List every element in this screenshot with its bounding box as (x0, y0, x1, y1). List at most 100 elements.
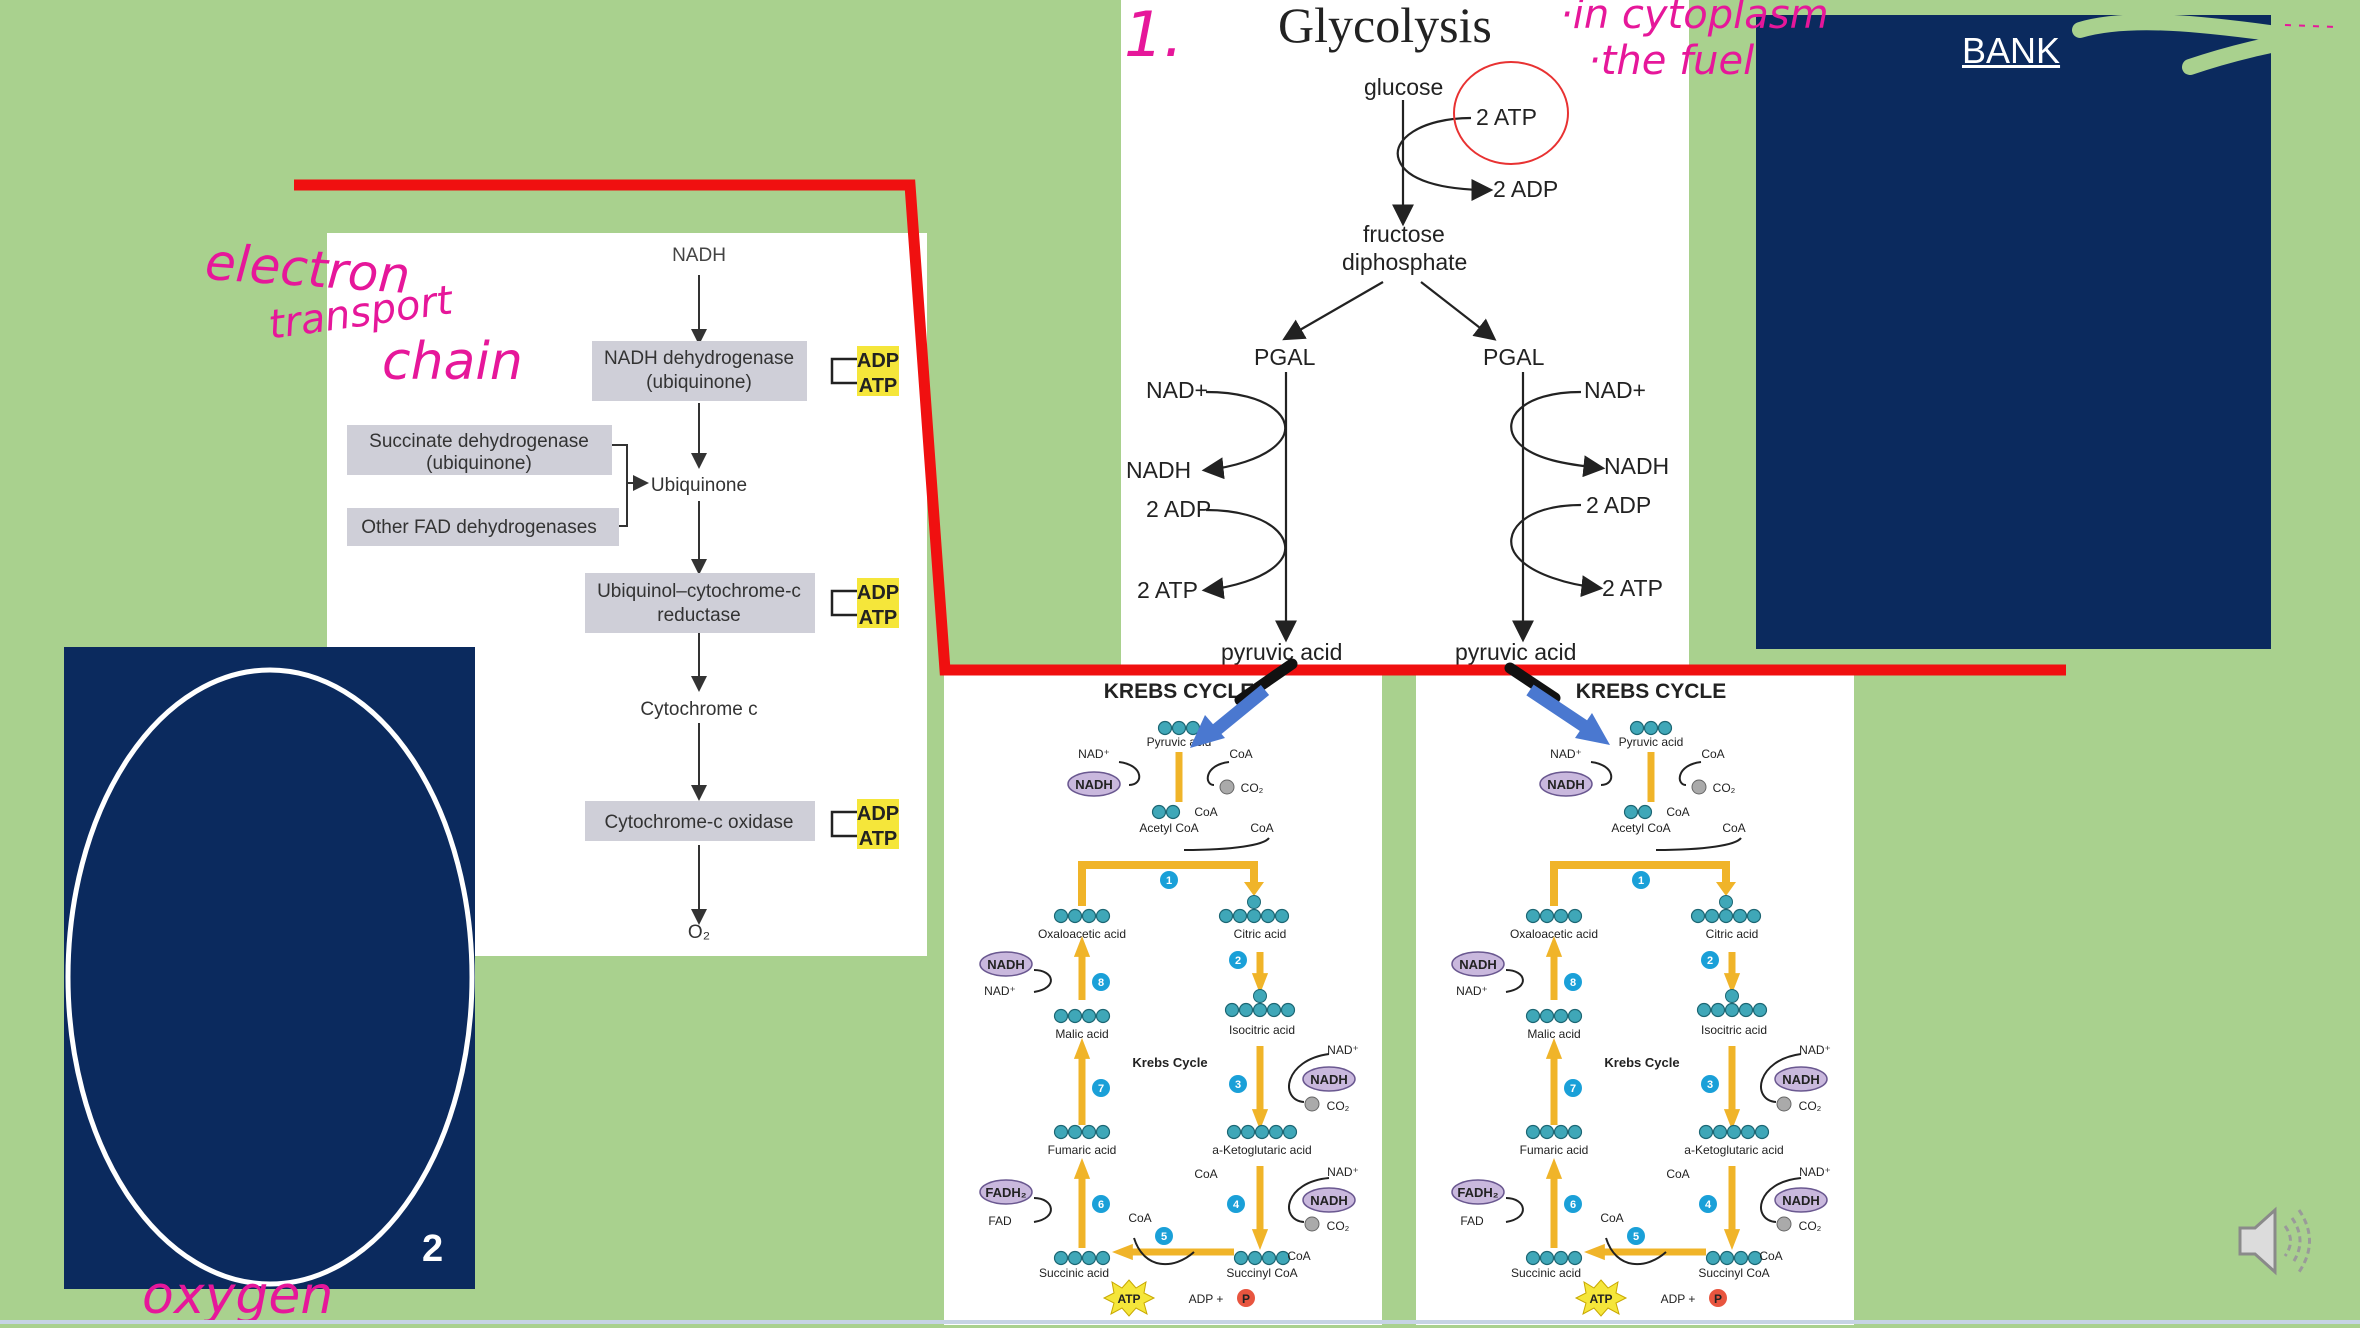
step6-arrow-head (1073, 1158, 1091, 1179)
nadh-badge-8: NADH (1459, 957, 1497, 972)
carbon-atom (1724, 1002, 1740, 1018)
coa-label: CoA (1701, 747, 1724, 761)
atp-1: ATP (859, 375, 898, 397)
etc-nadh-label: NADH (672, 245, 726, 266)
step-badge (1627, 1227, 1645, 1245)
carbon-atom (1567, 1250, 1583, 1266)
co2-dot-4 (1304, 1216, 1320, 1232)
isocitric-label: Isocitric acid (1701, 1023, 1767, 1037)
carbon-atom (1157, 720, 1173, 736)
coa-label-4: CoA (1666, 1167, 1689, 1181)
adp-2: ADP (857, 582, 899, 604)
cycle-center-label: Krebs Cycle (1132, 1055, 1207, 1070)
malic-label: Malic acid (1527, 1027, 1580, 1041)
carbon-atom (1274, 908, 1290, 924)
carbon-atom (1752, 1002, 1768, 1018)
carbon-atom (1705, 1250, 1721, 1266)
carbon-atom (1247, 1250, 1263, 1266)
step6-arrow-head (1545, 1158, 1563, 1179)
carbon-atom (1553, 1124, 1569, 1140)
malic-label: Malic acid (1055, 1027, 1108, 1041)
speaker-icon[interactable] (2230, 1196, 2320, 1286)
co2-label-4: CO₂ (1327, 1219, 1350, 1233)
bank-label[interactable]: BANK (1962, 30, 2061, 71)
nadh-badge: NADH (1075, 777, 1113, 792)
acetyl-label: Acetyl CoA (1611, 821, 1670, 835)
nad-plus-4: NAD⁺ (1799, 1165, 1831, 1179)
step4-arrow-head (1723, 1229, 1741, 1250)
carbon-atom (1053, 1124, 1069, 1140)
step2-arrow-head (1723, 973, 1741, 994)
step-badge (1092, 1195, 1110, 1213)
nadh-badge-3: NADH (1310, 1072, 1348, 1087)
atp-right-label: 2 ATP (1602, 575, 1663, 601)
etc-annotation-line3: chain (382, 332, 523, 392)
atp-label: ATP (1117, 1292, 1140, 1306)
ketoglutaric-label: a-Ketoglutaric acid (1684, 1143, 1783, 1157)
step8-curve (1505, 969, 1524, 993)
carbon-atom (1539, 1008, 1555, 1024)
step4-curve (1288, 1177, 1330, 1223)
carbon-atom (1067, 908, 1083, 924)
carbon-atom (1754, 1124, 1770, 1140)
carbon-atom (1525, 1250, 1541, 1266)
carbon-atom (1710, 1002, 1726, 1018)
page-number: 2 (422, 1228, 444, 1270)
carbon-atom (1698, 1124, 1714, 1140)
step5-curve (1133, 1237, 1195, 1266)
nadh-left-label: NADH (1126, 457, 1191, 483)
step-badge (1229, 951, 1247, 969)
complex4-label: Cytochrome-c oxidase (604, 812, 793, 833)
acetyl-label: Acetyl CoA (1139, 821, 1198, 835)
carbon-atom (1266, 1002, 1282, 1018)
pyruvic-label: Pyruvic acid (1619, 735, 1684, 749)
adp-out-label: 2 ADP (1493, 176, 1558, 202)
carbon-atom (1095, 1124, 1111, 1140)
step-badge (1229, 1075, 1247, 1093)
step3-arrow-head (1251, 1109, 1269, 1130)
atp-burst (1102, 1279, 1156, 1317)
co2-dot (1691, 779, 1707, 795)
krebs-title: KREBS CYCLE (1104, 680, 1255, 703)
other-fad-label: Other FAD dehydrogenases (361, 517, 597, 538)
step-number: 7 (1098, 1083, 1104, 1095)
carbon-atom (1629, 720, 1645, 736)
nadh-badge-4-oval (1302, 1187, 1356, 1213)
adp-plus-label: ADP + (1189, 1292, 1224, 1306)
step-badge (1632, 871, 1650, 889)
isocitric-label: Isocitric acid (1229, 1023, 1295, 1037)
glycolysis-title: Glycolysis (1278, 0, 1492, 53)
carbon-atom (1067, 1250, 1083, 1266)
nad-plus-label: NAD⁺ (1550, 747, 1582, 761)
coa-label-3: CoA (1722, 821, 1745, 835)
step-badge (1155, 1227, 1173, 1245)
step7-arrow-head (1545, 1038, 1563, 1059)
pyruvic-right-label: pyruvic acid (1455, 639, 1576, 665)
glycolysis-diagram: glucose 2 ATP 2 ADP fructose diphosphate… (1126, 61, 1669, 665)
nadh-badge-8-oval (979, 951, 1033, 977)
nadh-badge-4: NADH (1310, 1193, 1348, 1208)
step-badge (1701, 951, 1719, 969)
step-number: 3 (1235, 1079, 1241, 1091)
step-number: 4 (1705, 1199, 1712, 1211)
nad-plus-3: NAD⁺ (1327, 1043, 1359, 1057)
phosphate-dot (1709, 1289, 1727, 1307)
carbon-atom (1275, 1250, 1291, 1266)
nad-plus-4: NAD⁺ (1327, 1165, 1359, 1179)
succinyl-label: Succinyl CoA (1698, 1266, 1769, 1280)
complex4-box (585, 801, 815, 841)
carbon-atom (1725, 989, 1739, 1003)
fadh2-badge: FADH₂ (1457, 1185, 1498, 1200)
phosphate-dot (1237, 1289, 1255, 1307)
carbon-atom (1053, 908, 1069, 924)
adp-1: ADP (857, 350, 899, 372)
nad-plus-8: NAD⁺ (1456, 984, 1488, 998)
nad-curve (1590, 761, 1613, 786)
step-number: 7 (1570, 1083, 1576, 1095)
co2-dot-3 (1776, 1096, 1792, 1112)
carbon-atom (1747, 1250, 1763, 1266)
carbon-atom (1280, 1002, 1296, 1018)
step-number: 8 (1098, 977, 1104, 989)
carbon-atom (1525, 1008, 1541, 1024)
